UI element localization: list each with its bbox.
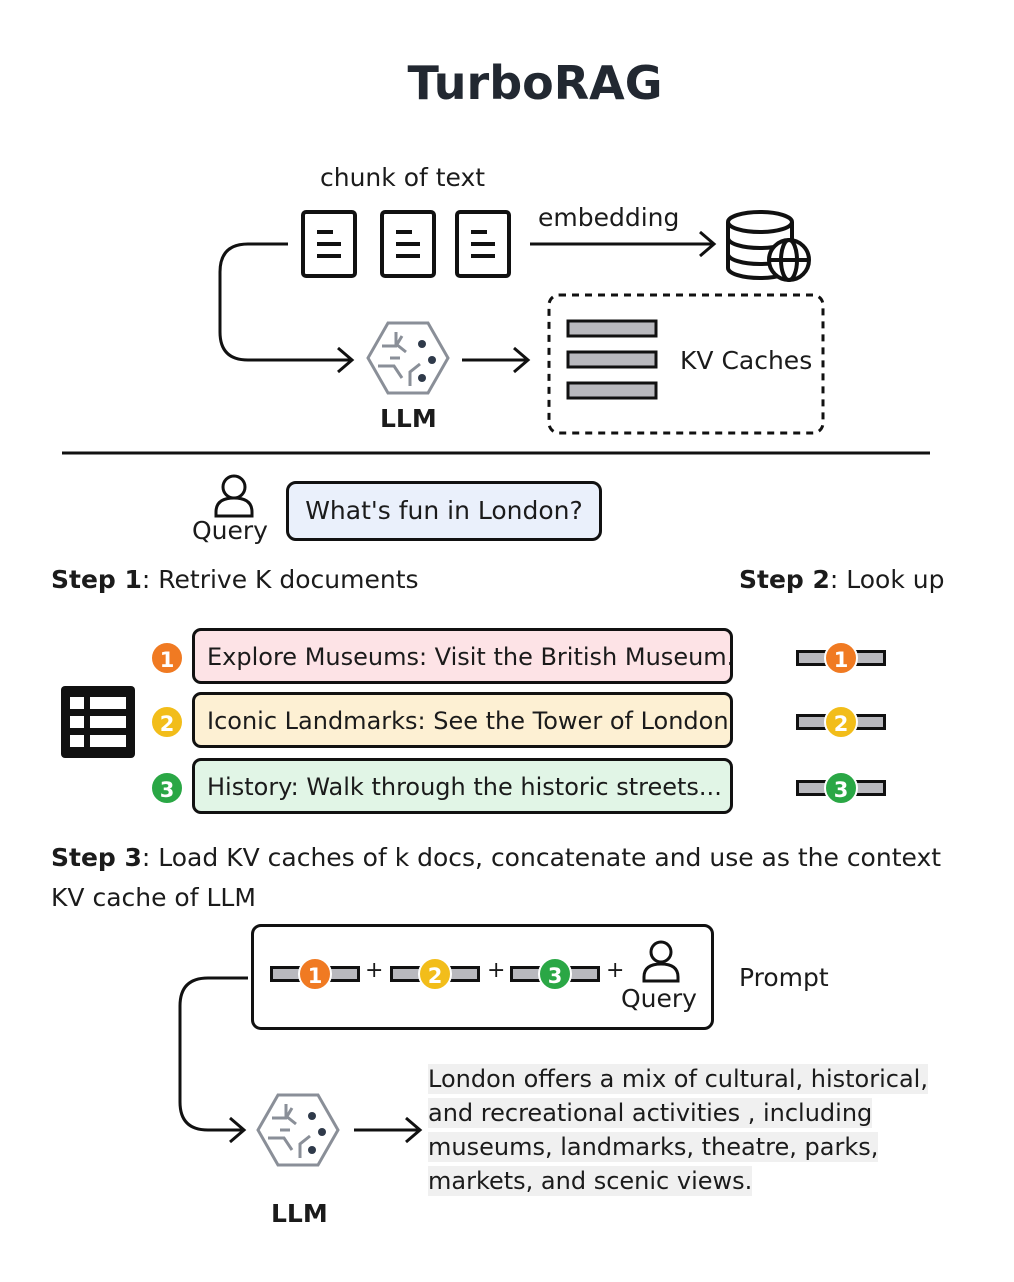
- response-line: museums, landmarks, theatre, parks,: [428, 1132, 879, 1162]
- prompt-label: Prompt: [739, 963, 829, 992]
- bottom-diagram-graphics: [178, 976, 423, 1167]
- query-text-box: What's fun in London?: [286, 481, 602, 541]
- llm-label-top: LLM: [380, 404, 437, 433]
- retrieved-doc-1: Explore Museums: Visit the British Museu…: [192, 628, 733, 684]
- response-line: London offers a mix of cultural, histori…: [428, 1064, 928, 1094]
- prompt-badge-1: 1: [298, 957, 332, 991]
- prompt-to-llm-arrow: [178, 976, 248, 1144]
- diagram-title: TurboRAG: [407, 56, 663, 110]
- embedding-arrow: [530, 230, 717, 258]
- response-line: markets, and scenic views.: [428, 1166, 753, 1196]
- prompt-box: [251, 924, 714, 1030]
- chunk-of-text-label: chunk of text: [320, 163, 486, 192]
- step1-prefix: Step 1: [51, 565, 142, 594]
- step2-text: : Look up: [829, 565, 945, 594]
- prompt-user-icon: [642, 940, 680, 983]
- query-label: Query: [192, 516, 268, 545]
- document-icon: [455, 210, 511, 278]
- kv-cache-bars: [566, 319, 658, 400]
- lookup-badge-3: 3: [824, 771, 858, 805]
- kv-caches-box: [547, 293, 825, 435]
- database-globe-icon: [726, 210, 811, 282]
- prompt-query-label: Query: [621, 984, 697, 1013]
- lookup-badge-2: 2: [824, 705, 858, 739]
- step3-prefix: Step 3: [51, 843, 142, 872]
- llm-brain-icon: [366, 321, 450, 395]
- doc-badge-3: 3: [150, 771, 184, 805]
- doc-badge-1: 1: [150, 641, 184, 675]
- docs-to-llm-arrow: [218, 242, 355, 374]
- document-icon: [301, 210, 357, 278]
- plus-sign-1: +: [365, 958, 384, 983]
- lookup-badge-1: 1: [824, 641, 858, 675]
- step3-heading-line2: KV cache of LLM: [51, 883, 256, 912]
- step3-heading: Step 3: Load KV caches of k docs, concat…: [51, 843, 941, 872]
- retrieved-doc-2: Iconic Landmarks: See the Tower of Londo…: [192, 692, 733, 748]
- prompt-badge-2: 2: [418, 957, 452, 991]
- llm-response: London offers a mix of cultural, histori…: [428, 1062, 928, 1198]
- table-icon: [61, 686, 135, 758]
- llm-to-kv-arrow: [462, 346, 531, 374]
- user-icon: [214, 474, 254, 518]
- kv-caches-label: KV Caches: [680, 346, 813, 375]
- llm-to-response-arrow: [354, 1116, 423, 1144]
- document-icon: [380, 210, 436, 278]
- top-diagram-graphics: [62, 210, 930, 455]
- response-line: and recreational activities , including: [428, 1098, 873, 1128]
- plus-sign-3: +: [606, 958, 625, 983]
- llm-brain-icon: [256, 1093, 340, 1167]
- doc-badge-2: 2: [150, 705, 184, 739]
- prompt-badge-3: 3: [538, 957, 572, 991]
- retrieved-doc-3: History: Walk through the historic stree…: [192, 758, 733, 814]
- llm-label-bottom: LLM: [271, 1199, 328, 1228]
- step3-text: : Load KV caches of k docs, concatenate …: [141, 843, 942, 872]
- step2-heading: Step 2: Look up: [739, 565, 945, 594]
- plus-sign-2: +: [487, 958, 506, 983]
- step1-text: : Retrive K documents: [141, 565, 419, 594]
- step2-prefix: Step 2: [739, 565, 830, 594]
- embedding-label: embedding: [538, 203, 680, 232]
- step1-heading: Step 1: Retrive K documents: [51, 565, 419, 594]
